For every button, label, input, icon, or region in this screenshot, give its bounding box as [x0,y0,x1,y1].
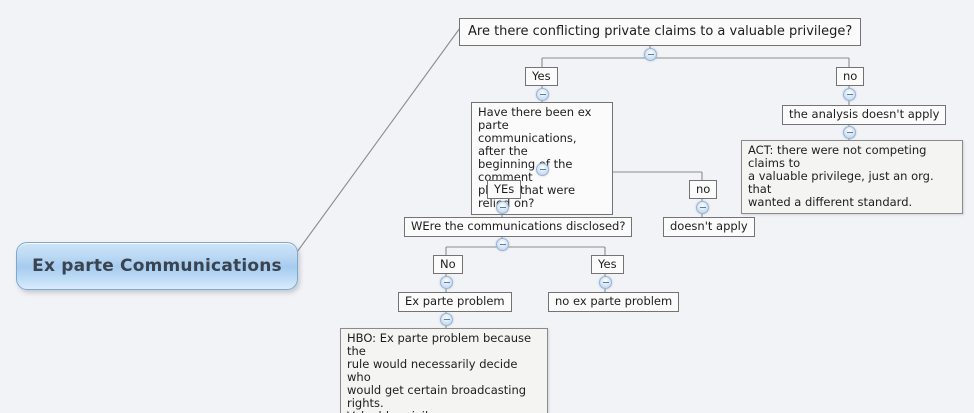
note-line-3: wanted a different standard. [748,195,913,209]
node-no-conflicting-claims[interactable]: no [836,67,865,86]
node-label: Yes [598,256,617,271]
node-doesnt-apply[interactable]: doesn't apply [663,217,755,237]
collapse-minus-icon-yes-2[interactable] [496,201,509,214]
node-analysis-doesnt-apply[interactable]: the analysis doesn't apply [782,105,947,125]
node-yes-ex-parte-communications[interactable]: YEs [487,180,522,199]
note-line-2: a valuable privilege, just an org. that [748,169,934,196]
node-yes-conflicting-claims[interactable]: Yes [525,67,558,86]
note-line-2: rule would necessarily decide who [347,357,518,384]
node-no-disclosed[interactable]: No [433,255,463,274]
collapse-minus-icon-no-3[interactable] [440,276,453,289]
node-label: Yes [532,68,551,83]
note-act[interactable]: ACT: there were not competing claims to … [741,140,963,214]
collapse-minus-icon-analysis-na[interactable] [843,126,856,139]
note-line-4: Valuable privilege, communications not [347,410,541,413]
node-label: Are there conflicting private claims to … [468,24,853,39]
node-label: YEs [494,181,515,196]
note-line-1: HBO: Ex parte problem because the [347,331,532,358]
node-no-ex-parte-problem[interactable]: no ex parte problem [548,292,680,312]
collapse-minus-icon-no-2[interactable] [696,201,709,214]
node-question-conflicting-claims[interactable]: Are there conflicting private claims to … [459,18,862,46]
node-label: Ex parte problem [405,294,505,308]
root-node-label: Ex parte Communications [32,256,282,276]
note-hbo[interactable]: HBO: Ex parte problem because the rule w… [340,328,548,413]
node-label: the analysis doesn't apply [789,107,940,121]
node-label: No [440,256,456,271]
note-line-1: ACT: there were not competing claims to [748,143,927,170]
node-label-line-2: communications, after the [478,131,577,158]
node-label: no [696,181,711,196]
edge-disclosed-split [445,246,606,255]
collapse-minus-icon-ex-parte-question[interactable] [536,163,549,176]
node-question-were-communications-disclosed[interactable]: WEre the communications disclosed? [404,217,633,237]
collapse-minus-icon-question-root[interactable] [644,48,657,61]
node-label: WEre the communications disclosed? [411,219,626,233]
node-label: no ex parte problem [555,294,673,308]
node-label-line-1: Have there been ex parte [478,105,592,132]
node-label: doesn't apply [670,219,748,233]
root-node-ex-parte-communications[interactable]: Ex parte Communications [16,242,298,290]
collapse-minus-icon-ex-parte-problem[interactable] [440,313,453,326]
node-ex-parte-problem[interactable]: Ex parte problem [398,292,512,312]
edge-question-split [541,57,850,67]
collapse-minus-icon-disclosed-question[interactable] [496,238,509,251]
collapse-minus-icon-no-1[interactable] [843,88,856,101]
node-label: no [843,68,858,83]
node-no-ex-parte-communications[interactable]: no [689,180,718,199]
collapse-minus-icon-yes-3[interactable] [599,276,612,289]
note-line-3: would get certain broadcasting rights. [347,383,527,410]
collapse-minus-icon-yes-1[interactable] [536,88,549,101]
node-yes-disclosed[interactable]: Yes [591,255,624,274]
